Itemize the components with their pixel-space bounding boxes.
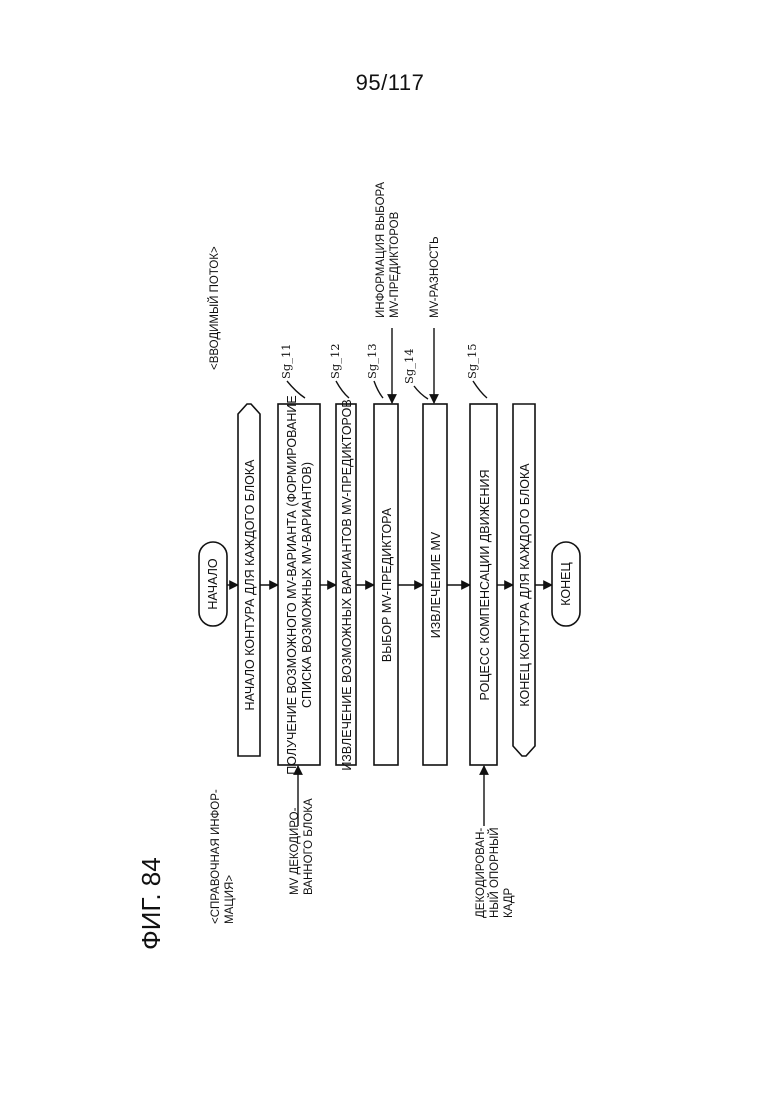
decoded-ref-frame-line3: КАДР [503, 887, 515, 918]
step-sg15-leader [473, 381, 487, 398]
step-sg12-id: Sg_12 [328, 343, 342, 379]
step-sg14-id: Sg_14 [402, 348, 416, 384]
reference-label-line2: МАЦИЯ> [224, 875, 236, 924]
mv-decoded-block-line2: ВАННОГО БЛОКА [303, 798, 315, 895]
step-sg13-id: Sg_13 [365, 343, 379, 379]
reference-label-line1: <СПРАВОЧНАЯ ИНФОР- [210, 789, 222, 924]
step-sg12-leader [336, 381, 349, 398]
predictor-select-info-line2: MV-ПРЕДИКТОРОВ [389, 211, 401, 318]
predictor-select-info-line1: ИНФОРМАЦИЯ ВЫБОРА [375, 182, 387, 318]
step-sg13-leader [374, 381, 383, 398]
step-sg14-label: ИЗВЛЕЧЕНИЕ MV [429, 531, 443, 638]
mv-decoded-block-line1: MV ДЕКОДИРО- [289, 807, 301, 895]
step-sg14-leader [414, 386, 428, 399]
step-sg15-id: Sg_15 [465, 343, 479, 379]
step-sg15-label: РОЦЕСС КОМПЕНСАЦИИ ДВИЖЕНИЯ [478, 469, 492, 700]
figure-title: ФИГ. 84 [136, 857, 166, 950]
step-sg11-line1: ПОЛУЧЕНИЕ ВОЗМОЖНОГО MV-ВАРИАНТА (ФОРМИР… [285, 395, 299, 774]
step-sg12-label: ИЗВЛЕЧЕНИЕ ВОЗМОЖНЫХ ВАРИАНТОВ MV-ПРЕДИК… [340, 399, 354, 770]
step-sg11-line2: СПИСКА ВОЗМОЖНЫХ MV-ВАРИАНТОВ) [300, 462, 314, 708]
stream-label: <ВВОДИМЫЙ ПОТОК> [208, 246, 221, 370]
loop-end-label: КОНЕЦ КОНТУРА ДЛЯ КАЖДОГО БЛОКА [518, 463, 532, 707]
decoded-ref-frame-line2: НЫЙ ОПОРНЫЙ [488, 827, 501, 918]
mv-difference-label: MV-РАЗНОСТЬ [429, 236, 441, 318]
start-label: НАЧАЛО [206, 558, 220, 610]
decoded-ref-frame-line1: ДЕКОДИРОВАН- [475, 828, 487, 918]
loop-start-label: НАЧАЛО КОНТУРА ДЛЯ КАЖДОГО БЛОКА [243, 459, 257, 711]
step-sg11-id: Sg_11 [279, 343, 293, 379]
end-label: КОНЕЦ [559, 562, 573, 606]
step-sg13-label: ВЫБОР MV-ПРЕДИКТОРА [380, 507, 394, 662]
